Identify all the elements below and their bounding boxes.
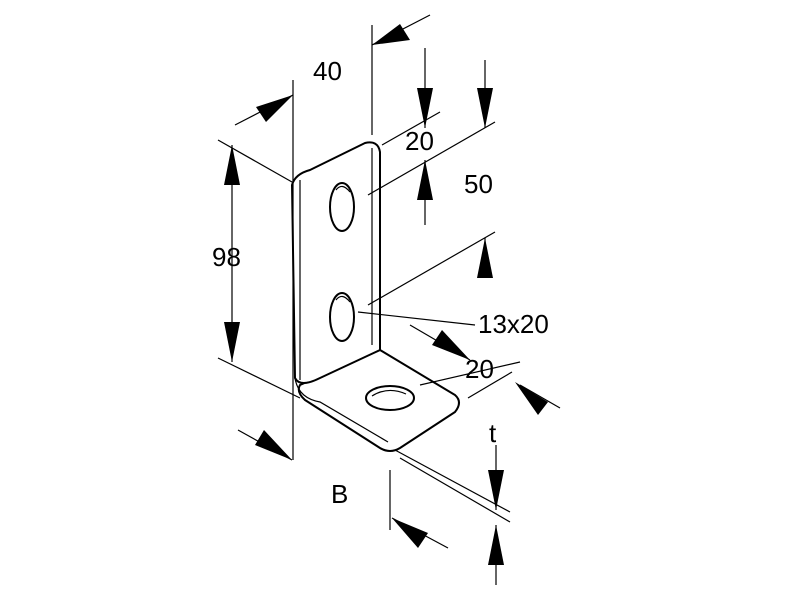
vertical-plate: [291, 141, 381, 384]
base-slot: [365, 385, 415, 411]
arrow-t-up: [488, 525, 504, 565]
upper-slot: [329, 182, 355, 232]
label-base-offset: 20: [465, 354, 494, 384]
label-slot-pitch: 50: [464, 169, 493, 199]
label-thickness: t: [489, 418, 497, 448]
label-width-top: 40: [313, 56, 342, 86]
plate-edge: [299, 148, 373, 380]
arrow-98-top: [224, 145, 240, 185]
label-base-width: B: [331, 479, 348, 509]
arrow-50-up: [477, 238, 493, 278]
label-height: 98: [212, 242, 241, 272]
arrow-98-bottom: [224, 322, 240, 362]
dimension-arrows: [224, 24, 548, 565]
arrow-20-base-left: [432, 330, 470, 360]
angle-bracket: [291, 141, 460, 452]
dimension-labels: 40 20 50 98 13x20 20 t B: [212, 56, 549, 509]
arrow-40-right: [372, 24, 410, 45]
dimension-lines: [217, 14, 561, 585]
arrow-20-top-up: [417, 160, 433, 200]
arrow-20-top-down: [417, 88, 433, 128]
arrow-b-left: [255, 430, 292, 460]
arrow-20-base-right: [515, 382, 548, 415]
label-slot-size: 13x20: [478, 309, 549, 339]
arrow-50-down: [477, 88, 493, 128]
arrow-b-right: [392, 518, 428, 548]
arrow-40-left: [256, 95, 293, 122]
arrow-t-down: [488, 470, 504, 510]
label-slot-offset: 20: [405, 126, 434, 156]
bend-edge: [294, 377, 389, 443]
lower-slot: [329, 292, 355, 342]
